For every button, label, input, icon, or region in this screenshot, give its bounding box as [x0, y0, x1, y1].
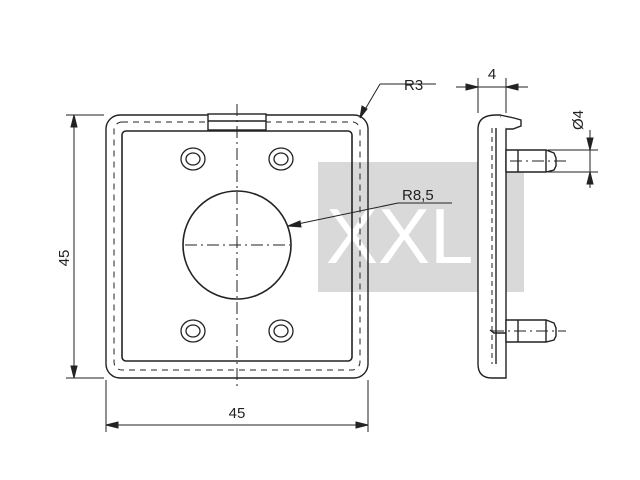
- r85-leader: [287, 202, 399, 227]
- slot-hole-top-right: [268, 147, 294, 171]
- pin-diameter-label: Ø4: [570, 110, 587, 130]
- center-radius-label: R8,5: [402, 187, 434, 204]
- center-hole: [182, 190, 292, 300]
- watermark-right-text: XXL: [326, 192, 473, 280]
- slot-hole-bottom-left: [180, 319, 206, 343]
- slot-holes: [180, 147, 294, 343]
- slot-hole-top-left: [180, 147, 206, 171]
- width-label: 45: [229, 405, 246, 422]
- bottom-clip: [489, 329, 506, 334]
- slot-hole-bottom-right: [268, 319, 294, 343]
- side-view: [477, 114, 557, 379]
- watermark-left-text: Tech: [116, 192, 281, 280]
- watermark: Tech XXL: [116, 162, 524, 292]
- corner-radius-label: R3: [404, 77, 423, 94]
- front-dimensions: [66, 83, 452, 432]
- top-clip: [499, 114, 522, 130]
- thickness-label: 4: [488, 66, 496, 83]
- side-dimensions: [456, 78, 598, 188]
- height-label: 45: [56, 250, 73, 267]
- front-view: [105, 104, 369, 390]
